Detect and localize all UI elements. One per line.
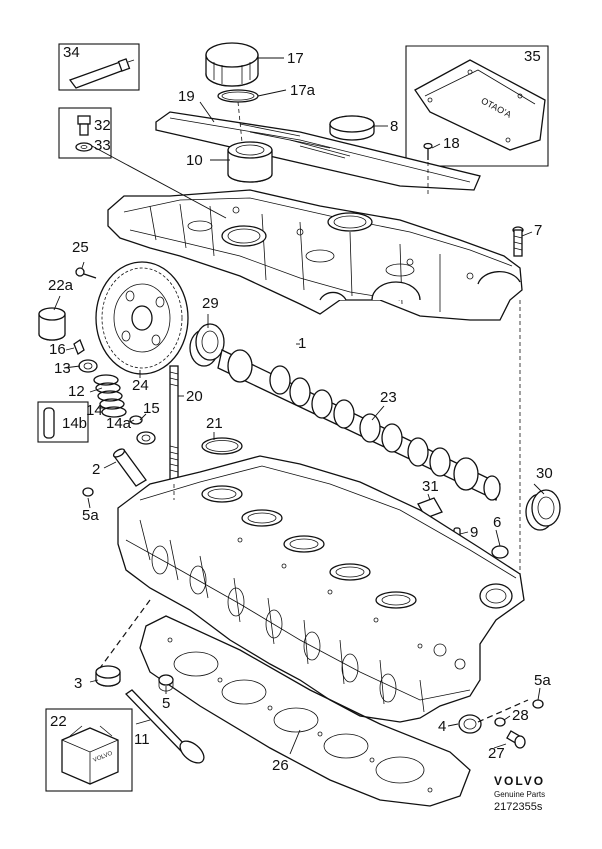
callout-15: 15 (143, 400, 160, 417)
callout-18: 18 (443, 135, 460, 152)
callout-14: 14 (86, 402, 103, 419)
alignment-lines (99, 101, 529, 723)
seal-4 (458, 714, 482, 734)
callout-25: 25 (72, 239, 89, 256)
tappet-cup-22a (38, 307, 66, 341)
sealant-tube-box (58, 43, 140, 91)
callout-22a: 22a (48, 277, 74, 294)
stud-20 (169, 365, 179, 483)
oil-seal-30 (525, 489, 561, 531)
oil-seal-29 (189, 323, 225, 367)
valve-keeper-16 (73, 339, 85, 355)
valve-guide-box-14b (37, 401, 89, 443)
callout-26: 26 (272, 757, 289, 774)
bolt-7 (512, 226, 524, 257)
callout-6: 6 (493, 514, 501, 531)
callout-2: 2 (92, 461, 100, 478)
callout-5: 5 (162, 695, 170, 712)
callout-21: 21 (206, 415, 223, 432)
callout-34: 34 (63, 44, 80, 61)
callout-13: 13 (54, 360, 71, 377)
valve-cover-plate (155, 111, 481, 191)
callout-5a-right: 5a (534, 672, 551, 689)
dowel-5a-left (82, 487, 94, 497)
dowel-5a-right (532, 699, 544, 709)
callout-10: 10 (186, 152, 203, 169)
camshaft (217, 349, 501, 501)
valve-spring-12 (93, 374, 127, 418)
callout-17: 17 (287, 50, 304, 67)
callout-19: 19 (178, 88, 195, 105)
brand-tagline: Genuine Parts (494, 790, 545, 799)
bolt-27 (506, 730, 526, 749)
callout-11: 11 (134, 731, 150, 748)
callout-30: 30 (536, 465, 553, 482)
callout-8: 8 (390, 118, 398, 135)
cover-plate-box: OTAO’A (405, 45, 549, 167)
valve-seal-3 (95, 665, 121, 687)
callout-labels: 34 17 17a 19 32 33 8 10 18 35 7 25 22a 2… (48, 44, 553, 774)
screw-18 (423, 142, 433, 160)
valve-seat-13 (78, 359, 98, 373)
callout-29: 29 (202, 295, 219, 312)
callout-20: 20 (186, 388, 203, 405)
parts-box-22: VOLVO (45, 708, 133, 792)
callout-28: 28 (512, 707, 529, 724)
valve-11 (124, 689, 205, 764)
camshaft-cover (107, 189, 523, 321)
camshaft-sprocket (95, 261, 189, 375)
callout-12: 12 (68, 383, 85, 400)
filler-neck-10 (227, 141, 273, 183)
callout-33: 33 (94, 137, 111, 154)
callout-32: 32 (94, 117, 111, 134)
callout-1: 1 (298, 335, 306, 352)
callout-31: 31 (422, 478, 439, 495)
callout-17a: 17a (290, 82, 316, 99)
seal-ring-8 (329, 115, 375, 141)
screw-25 (75, 267, 97, 279)
diagram-code: 2172355s (494, 801, 543, 813)
callout-7: 7 (534, 222, 542, 239)
callout-5a-left: 5a (82, 507, 99, 524)
callout-24: 24 (132, 377, 149, 394)
callout-9: 9 (470, 524, 478, 541)
o-ring-21 (201, 437, 243, 455)
tube-2 (112, 448, 147, 487)
callout-4: 4 (438, 718, 446, 735)
bolt-washer-box (58, 107, 112, 159)
head-gasket (139, 615, 471, 807)
callout-16: 16 (49, 341, 66, 358)
valve-guide-15 (129, 415, 156, 445)
leader-lines (53, 57, 545, 755)
footer-branding: VOLVO Genuine Parts 2172355s (494, 774, 545, 813)
cylinder-head (117, 455, 525, 723)
brand-logo: VOLVO (494, 774, 545, 788)
callout-23: 23 (380, 389, 397, 406)
plug-6 (491, 545, 509, 559)
callout-14a: 14a (106, 415, 132, 432)
callout-27: 27 (488, 745, 505, 762)
washer-28 (494, 717, 506, 727)
callout-3: 3 (74, 675, 82, 692)
callout-35: 35 (524, 48, 541, 65)
oil-filler-cap (205, 42, 259, 103)
callout-22: 22 (50, 713, 67, 730)
callout-14b: 14b (62, 415, 87, 432)
